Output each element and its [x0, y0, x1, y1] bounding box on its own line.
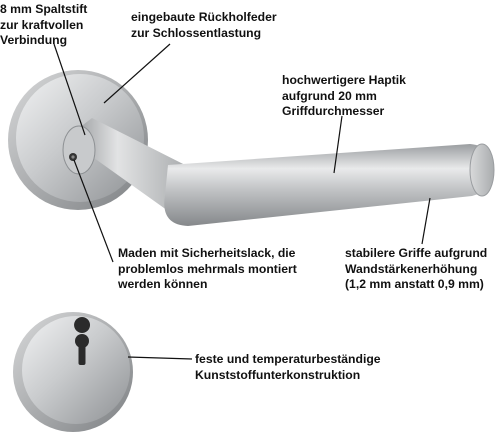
- leader-return-spring: [103, 43, 171, 104]
- leader-substructure: [127, 356, 193, 360]
- annotation-line: zur Schlossentlastung: [131, 25, 262, 40]
- annotation-line: werden können: [118, 277, 208, 291]
- key-escutcheon: [13, 312, 133, 432]
- leader-haptics: [333, 115, 343, 174]
- annotation-split-pin: 8 mm Spaltstift zur kraftvollen Verbindu…: [0, 2, 87, 49]
- annotation-line: aufgrund 20 mm: [282, 88, 377, 103]
- handle-neck: [62, 118, 195, 218]
- annotation-line: stabilere Griffe aufgrund: [345, 246, 488, 260]
- annotation-line: feste und temperaturbeständige: [195, 352, 381, 366]
- annotation-line: (1,2 mm anstatt 0,9 mm): [345, 277, 484, 291]
- annotation-line: zur kraftvollen: [0, 17, 84, 32]
- annotation-line: Griffdurchmesser: [282, 104, 385, 118]
- leader-lines: [53, 43, 431, 360]
- leader-grub-screws: [73, 159, 114, 263]
- annotation-line: hochwertigere Haptik: [282, 73, 406, 87]
- annotation-line: 8 mm Spaltstift: [0, 2, 88, 16]
- annotation-line: Maden mit Sicherheitslack, die: [118, 246, 296, 260]
- annotation-line: Verbindung: [0, 33, 68, 47]
- annotation-line: Wandstärkenerhöhung: [345, 261, 478, 276]
- leader-split-pin: [53, 43, 86, 136]
- leader-stable-grips: [421, 197, 431, 245]
- annotation-haptics: hochwertigere Haptik aufgrund 20 mm Grif…: [282, 73, 406, 120]
- annotation-grub-screws: Maden mit Sicherheitslack, die problemlo…: [118, 246, 297, 293]
- annotation-return-spring: eingebaute Rückholfeder zur Schlossentla…: [131, 10, 277, 41]
- annotation-line: problemlos mehrmals montiert: [118, 261, 297, 276]
- annotation-line: Kunststoffunterkonstruktion: [195, 367, 361, 382]
- handle-lever: [164, 143, 495, 226]
- annotation-line: eingebaute Rückholfeder: [131, 10, 277, 24]
- annotation-substructure: feste und temperaturbeständige Kunststof…: [195, 352, 381, 383]
- keyhole-icon: [78, 341, 86, 365]
- annotation-stable-grips: stabilere Griffe aufgrund Wandstärkenerh…: [345, 246, 487, 293]
